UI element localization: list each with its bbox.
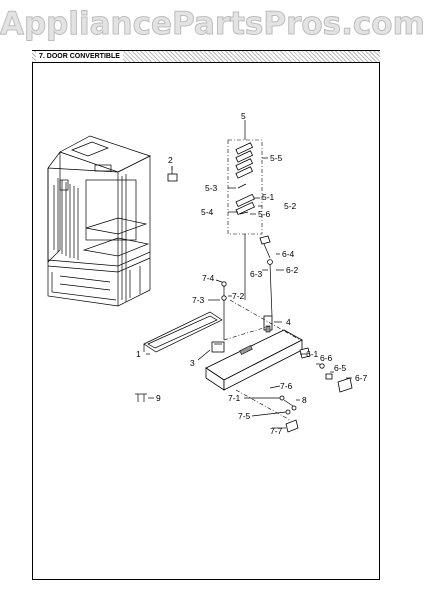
callout-6-4: 6-4 (282, 249, 295, 259)
callout-5-6: 5-6 (258, 209, 271, 219)
part-7-small-parts (279, 395, 299, 433)
callout-8: 8 (302, 395, 307, 405)
callout-3: 3 (190, 358, 195, 368)
callout-7-1: 7-1 (228, 393, 241, 403)
section-title: 7. DOOR CONVERTIBLE (36, 51, 123, 62)
door-panel (205, 299, 303, 421)
callout-7-2: 7-2 (232, 291, 245, 301)
part-6-small-parts (299, 347, 353, 393)
callout-6-2: 6-2 (286, 265, 299, 275)
part-3-hinge (211, 341, 225, 353)
callout-1: 1 (136, 349, 141, 359)
callout-7-5: 7-5 (238, 411, 251, 421)
section-header: 7. DOOR CONVERTIBLE (32, 50, 380, 63)
part-5-assembly (227, 120, 263, 300)
callout-7-3: 7-3 (192, 295, 205, 305)
part-1-gasket (143, 311, 223, 353)
callout-2: 2 (168, 155, 173, 165)
callout-7-7: 7-7 (270, 426, 283, 436)
diagram-frame (32, 62, 380, 580)
part-9-screws (135, 393, 147, 402)
callout-9: 9 (156, 393, 161, 403)
callout-5-5: 5-5 (270, 153, 283, 163)
part-2-clip (167, 166, 178, 182)
callout-6-6: 6-6 (320, 353, 333, 363)
callout-labels: 5 5-5 5-3 5-1 5-2 5-4 5-6 2 6-4 6-3 6-2 … (136, 111, 368, 436)
callout-6-7: 6-7 (355, 373, 368, 383)
callout-5-3: 5-3 (205, 183, 218, 193)
callout-5-2: 5-2 (284, 201, 297, 211)
callout-7-6: 7-6 (280, 381, 293, 391)
part-7-assembly (221, 281, 227, 340)
callout-6-3: 6-3 (250, 269, 263, 279)
callout-5-1: 5-1 (262, 192, 275, 202)
callout-5: 5 (241, 111, 246, 121)
callout-5-4: 5-4 (201, 207, 214, 217)
watermark: AppliancePartsPros.com (0, 6, 424, 43)
callout-6-1: 6-1 (306, 349, 319, 359)
refrigerator-cabinet (47, 135, 151, 307)
callout-7-4: 7-4 (202, 273, 215, 283)
leader-lines (146, 157, 352, 429)
callout-6-5: 6-5 (334, 363, 347, 373)
part-6-assembly (259, 235, 273, 333)
callout-4: 4 (286, 317, 291, 327)
